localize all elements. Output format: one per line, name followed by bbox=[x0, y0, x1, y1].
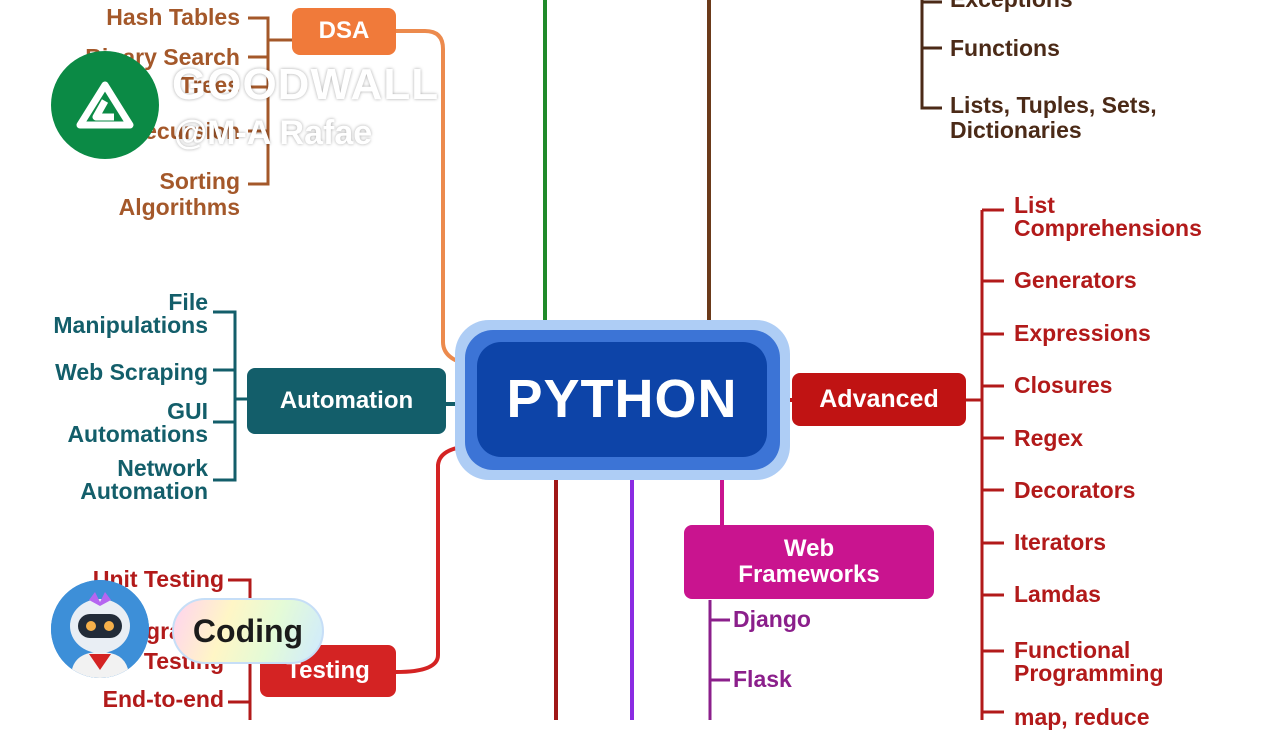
python-node: PYTHON bbox=[477, 342, 767, 457]
automation-item-network-automation: Network Automation bbox=[80, 455, 208, 504]
automation-item-gui-automations: GUI Automations bbox=[67, 398, 208, 447]
dsa-item-trees: Trees bbox=[179, 72, 240, 98]
dsa-node: DSA bbox=[292, 8, 396, 55]
web-frameworks-bracket bbox=[708, 600, 730, 720]
web-frameworks-node: Web Frameworks bbox=[684, 525, 934, 599]
automation-node: Automation bbox=[247, 368, 446, 434]
web-frameworks-item-django: Django bbox=[733, 606, 811, 632]
advanced-item-regex: Regex bbox=[1014, 425, 1084, 451]
automation-item-file-manipulations: File Manipulations bbox=[53, 289, 208, 338]
advanced-item-expressions: Expressions bbox=[1014, 320, 1151, 346]
triangle-logo-icon bbox=[76, 81, 134, 129]
watermark-brand: GOODWALL bbox=[172, 60, 440, 109]
advanced-item-decorators: Decorators bbox=[1014, 477, 1136, 503]
basics-item-functions: Functions bbox=[950, 35, 1060, 61]
basics-bracket bbox=[920, 0, 942, 110]
watermark-handle: @M-A Rafae bbox=[174, 114, 373, 152]
automation-item-web-scraping: Web Scraping bbox=[55, 359, 208, 385]
advanced-item-list-comprehensions: List Comprehensions bbox=[1014, 192, 1202, 241]
basics-item-collections: Lists, Tuples, Sets, Dictionaries bbox=[950, 92, 1157, 144]
dsa-bracket bbox=[248, 16, 292, 186]
basics-item-exceptions: Exceptions bbox=[950, 0, 1073, 11]
goodwall-logo bbox=[51, 51, 159, 159]
testing-node: Testing bbox=[260, 645, 396, 697]
advanced-item-map-reduce: map, reduce bbox=[1014, 704, 1150, 730]
dsa-item-hash-tables: Hash Tables bbox=[106, 4, 240, 30]
dsa-item-recursion: Recursion bbox=[127, 118, 240, 144]
advanced-item-functional-programming: Functional Programming bbox=[1014, 637, 1164, 686]
robot-avatar[interactable] bbox=[51, 580, 149, 678]
web-frameworks-item-flask: Flask bbox=[733, 666, 792, 692]
advanced-bracket bbox=[966, 208, 1004, 720]
testing-item-unit-testing: Unit Testing bbox=[92, 566, 224, 592]
dsa-item-sorting-algorithms: Sorting Algorithms bbox=[118, 168, 240, 221]
testing-connector bbox=[395, 444, 479, 674]
testing-item-end-to-end: End-to-end bbox=[102, 686, 224, 712]
advanced-node: Advanced bbox=[792, 373, 966, 426]
robot-icon bbox=[51, 580, 149, 678]
automation-bracket bbox=[213, 310, 248, 482]
advanced-item-iterators: Iterators bbox=[1014, 529, 1107, 555]
coding-badge[interactable]: Coding bbox=[172, 598, 324, 664]
advanced-item-closures: Closures bbox=[1014, 372, 1113, 398]
advanced-item-lamdas: Lamdas bbox=[1014, 581, 1101, 607]
advanced-item-generators: Generators bbox=[1014, 267, 1137, 293]
